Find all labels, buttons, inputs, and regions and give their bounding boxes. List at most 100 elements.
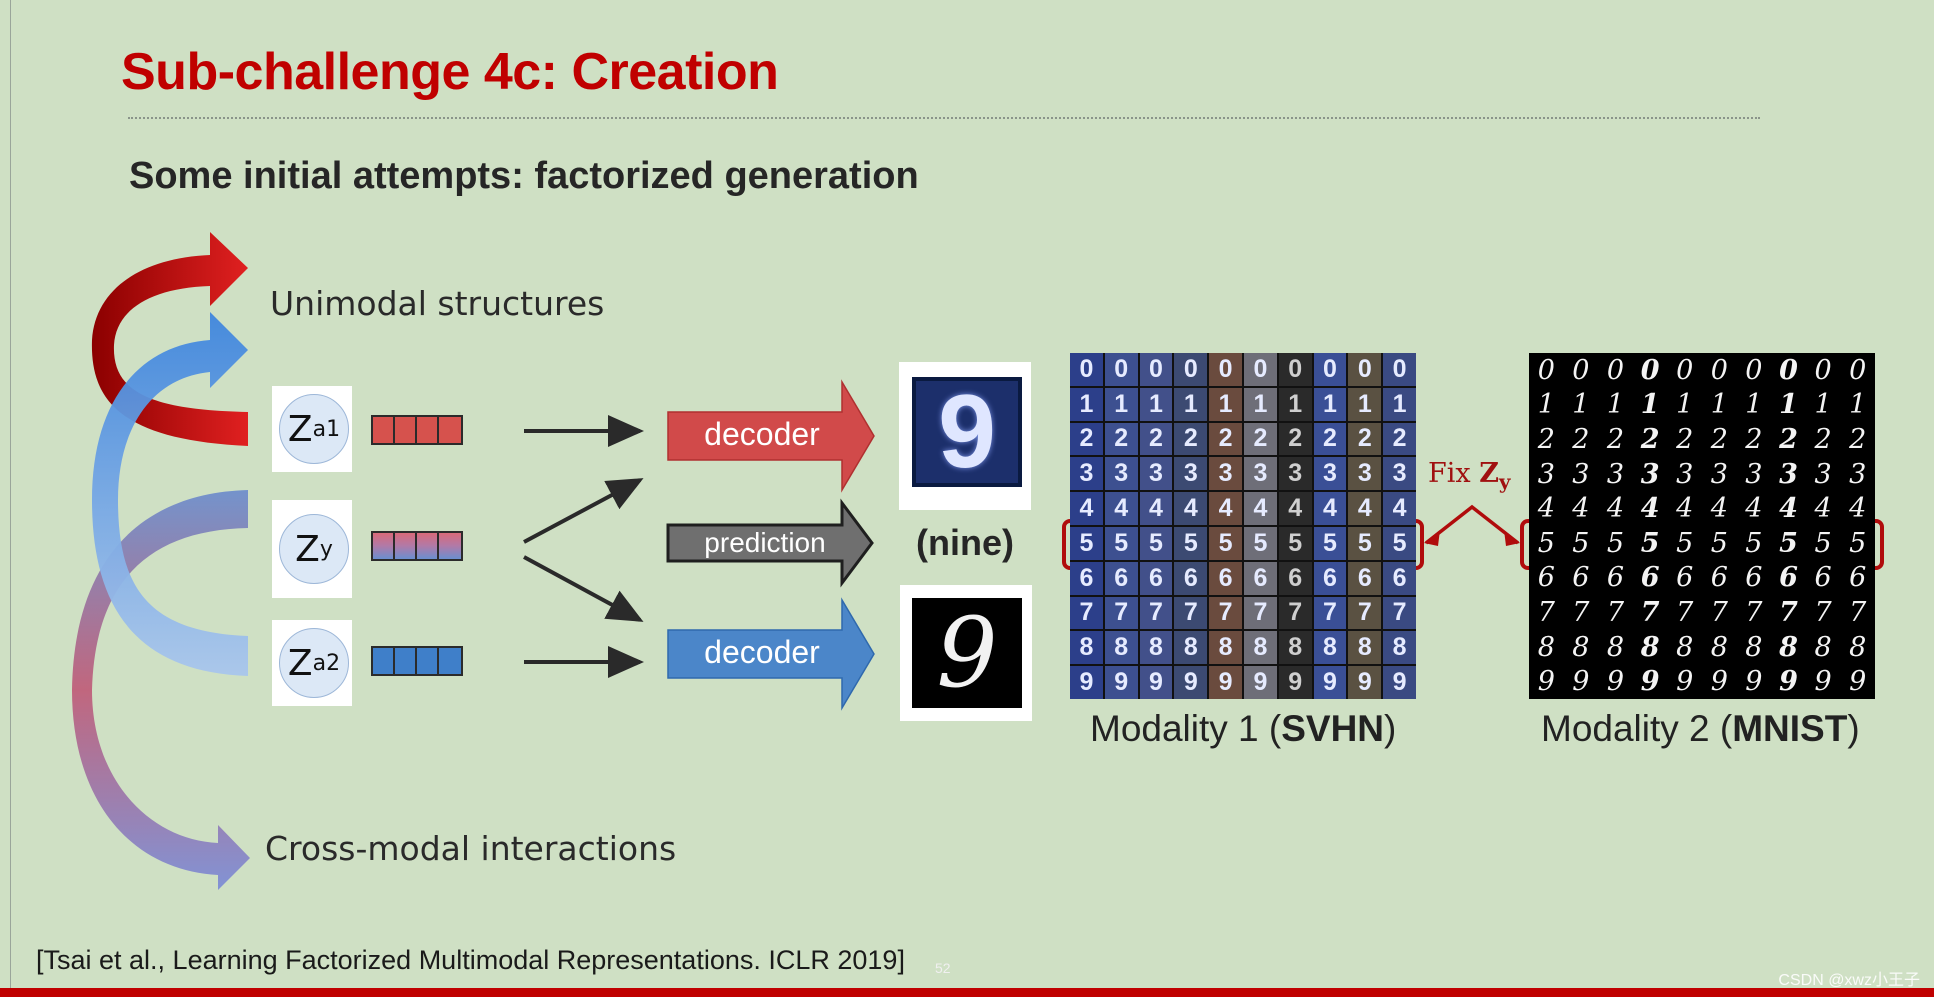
factor-zy-base: Z: [295, 528, 320, 570]
svhn-cell: 1: [1313, 387, 1347, 421]
svhn-cell: 4: [1174, 492, 1208, 525]
slide-title: Sub-challenge 4c: Creation: [121, 43, 779, 101]
svhn-cell: 3: [1104, 457, 1138, 491]
svhn-cell: 3: [1174, 457, 1208, 491]
vector-zy: [371, 531, 463, 561]
mnist-cell: 8: [1640, 631, 1660, 663]
svhn-cell: 5: [1070, 526, 1103, 560]
svhn-cell: 3: [1278, 457, 1312, 491]
mnist-cell: 4: [1537, 493, 1555, 525]
mnist-cell: 4: [1745, 493, 1763, 525]
svhn-cell: 1: [1348, 387, 1382, 421]
svhn-cell: 2: [1174, 422, 1208, 456]
mnist-cell: 6: [1710, 562, 1728, 594]
svhn-cell: 7: [1278, 596, 1312, 630]
mnist-cell: 5: [1779, 527, 1798, 559]
mnist-cell: 9: [1572, 666, 1590, 698]
modality1-name: SVHN: [1281, 708, 1385, 749]
svhn-cell: 6: [1070, 561, 1103, 595]
mnist-cell: 0: [1537, 354, 1555, 386]
mnist-cell: 9: [1745, 666, 1763, 698]
mnist-cell: 5: [1745, 527, 1763, 559]
svhn-cell: 3: [1243, 457, 1277, 491]
mnist-cell: 7: [1779, 596, 1798, 628]
svhn-cell: 8: [1209, 631, 1242, 665]
citation: [Tsai et al., Learning Factorized Multim…: [36, 945, 905, 975]
svhn-cell: 0: [1174, 353, 1208, 386]
svhn-cell: 7: [1139, 596, 1173, 630]
modality2-name: MNIST: [1732, 708, 1848, 749]
svhn-cell: 8: [1278, 631, 1312, 665]
mnist-cell: 0: [1640, 354, 1660, 386]
mnist-cell: 8: [1849, 631, 1867, 663]
mnist-cell: 0: [1710, 354, 1728, 386]
mnist-cell: 2: [1640, 423, 1660, 455]
factor-za1-sub: a1: [312, 416, 341, 442]
mnist-cell: 8: [1537, 631, 1555, 663]
mnist-cell: 8: [1572, 631, 1590, 663]
modality1-suffix: ): [1384, 708, 1397, 749]
svhn-cell: 0: [1070, 353, 1103, 386]
mnist-cell: 1: [1814, 389, 1832, 421]
mnist-sample-digit: 9: [912, 597, 1022, 709]
mnist-cell: 1: [1572, 389, 1590, 421]
arrow-zy-to-top-decoder: [523, 478, 644, 544]
svhn-cell: 2: [1383, 422, 1416, 456]
svhn-cell: 3: [1383, 457, 1416, 491]
svhn-cell: 9: [1070, 666, 1103, 699]
svhn-cell: 8: [1070, 631, 1103, 665]
mnist-cell: 5: [1640, 527, 1660, 559]
mnist-cell: 3: [1814, 458, 1832, 490]
fix-label-sub: y: [1498, 469, 1511, 494]
svhn-cell: 7: [1313, 596, 1347, 630]
mnist-cell: 9: [1537, 666, 1555, 698]
mnist-cell: 5: [1814, 527, 1832, 559]
mnist-cell: 2: [1572, 423, 1590, 455]
modality1-caption: Modality 1 (SVHN): [1090, 708, 1396, 750]
svhn-cell: 6: [1174, 561, 1208, 595]
mnist-cell: 6: [1640, 562, 1660, 594]
mnist-cell: 5: [1537, 527, 1555, 559]
modality2-caption: Modality 2 (MNIST): [1541, 708, 1860, 750]
mnist-cell: 3: [1572, 458, 1590, 490]
svhn-cell: 0: [1139, 353, 1173, 386]
svhn-cell: 4: [1209, 492, 1242, 525]
mnist-cell: 5: [1849, 527, 1867, 559]
mnist-cell: 3: [1849, 458, 1867, 490]
mnist-cell: 4: [1676, 493, 1694, 525]
prediction-output: (nine): [916, 522, 1014, 563]
mnist-cell: 5: [1676, 527, 1694, 559]
svhn-cell: 6: [1139, 561, 1173, 595]
mnist-cell: 9: [1779, 666, 1798, 698]
svhn-cell: 8: [1313, 631, 1347, 665]
svhn-cell: 5: [1348, 526, 1382, 560]
mnist-cell: 5: [1710, 527, 1728, 559]
mnist-cell: 4: [1606, 493, 1625, 525]
mnist-cell: 1: [1779, 389, 1798, 421]
svhn-cell: 6: [1209, 561, 1242, 595]
svhn-cell: 9: [1104, 666, 1138, 699]
fix-pointer-head-right: [1504, 530, 1520, 546]
mnist-cell: 6: [1537, 562, 1555, 594]
mnist-cell: 8: [1710, 631, 1728, 663]
svhn-cell: 9: [1313, 666, 1347, 699]
decoder-bottom-label: decoder: [704, 634, 820, 670]
mnist-cell: 4: [1814, 493, 1832, 525]
mnist-cell: 3: [1606, 458, 1625, 490]
mnist-cell: 0: [1676, 354, 1694, 386]
svhn-cell: 9: [1174, 666, 1208, 699]
mnist-cell: 4: [1710, 493, 1728, 525]
vector-za1: [371, 415, 463, 445]
mnist-sample-thumb: 9: [900, 585, 1032, 721]
svhn-cell: 7: [1209, 596, 1242, 630]
mnist-cell: 0: [1606, 354, 1625, 386]
mnist-cell: 3: [1779, 458, 1798, 490]
vector-za2: [371, 646, 463, 676]
svhn-cell: 2: [1070, 422, 1103, 456]
svhn-cell: 9: [1383, 666, 1416, 699]
svhn-cell: 3: [1070, 457, 1103, 491]
mnist-cell: 1: [1849, 389, 1867, 421]
